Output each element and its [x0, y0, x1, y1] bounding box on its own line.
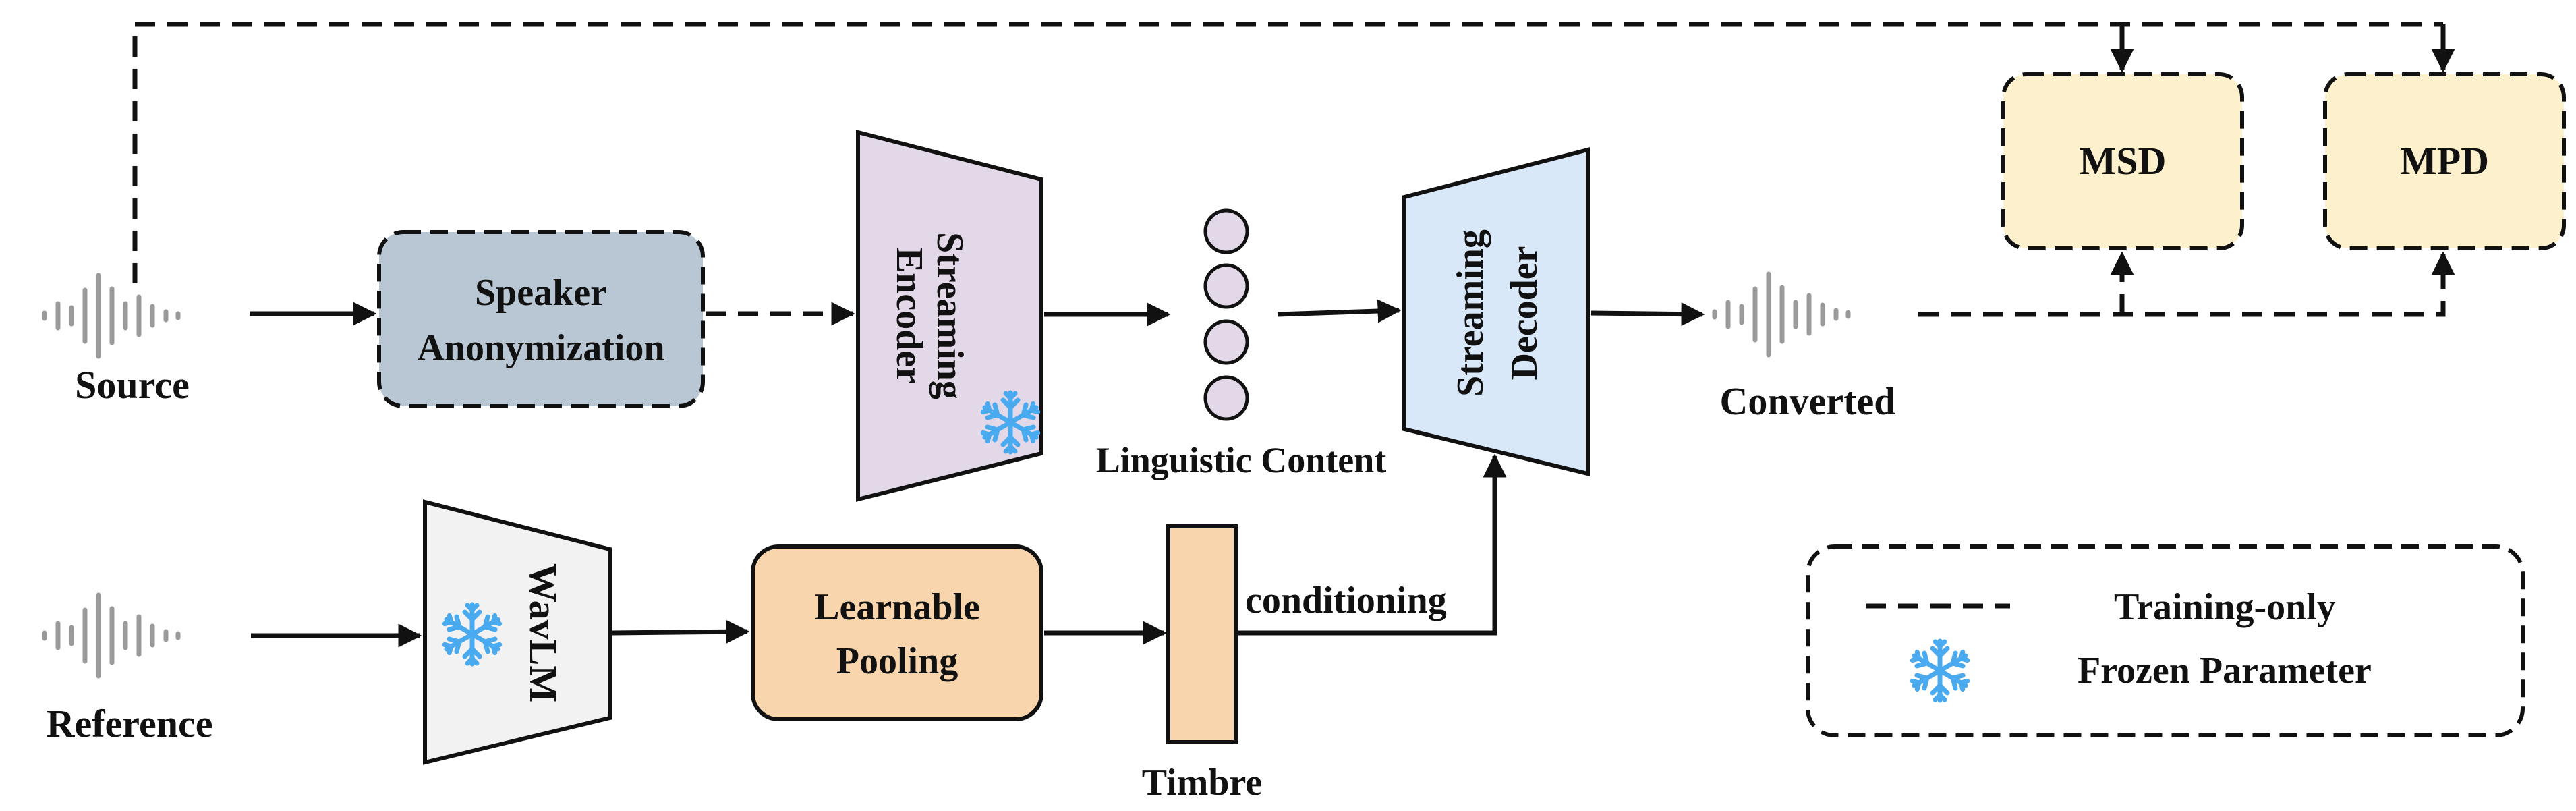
- msd-block: [2001, 72, 2244, 250]
- streaming-decoder-block: [1402, 147, 1590, 476]
- linguistic-token: [1203, 263, 1249, 309]
- mpd-block: [2323, 72, 2566, 250]
- wavlm-label: WavLM: [521, 563, 565, 702]
- legend-training-only-label: Training-only: [2114, 586, 2336, 628]
- speaker-anonymization-block: [377, 230, 705, 408]
- decoder-to-output-arrow: [1590, 302, 1705, 327]
- output-to-discriminators-dashed-line: [1918, 256, 2446, 317]
- streaming-encoder-label-line2: Encoder: [888, 248, 930, 384]
- converted-label: Converted: [1720, 379, 1896, 423]
- linguistic-token: [1203, 375, 1249, 421]
- legend-frozen-parameter-label: Frozen Parameter: [2078, 650, 2372, 692]
- linguistic-content-label: Linguistic Content: [1096, 440, 1387, 480]
- reference-waveform-icon: [45, 595, 178, 676]
- mpd-label: MPD: [2400, 139, 2489, 183]
- legend-box: [1806, 544, 2525, 737]
- streaming-decoder-label-line1: Streaming: [1450, 229, 1491, 397]
- streaming-encoder-label-line1: Streaming: [929, 232, 971, 399]
- learnable-pooling-block: [751, 544, 1043, 721]
- timbre-label: Timbre: [1142, 762, 1262, 804]
- msd-label: MSD: [2080, 139, 2167, 183]
- speaker-anonymization-label-line2: Anonymization: [417, 327, 664, 369]
- linguistic-content-tokens: [1203, 208, 1249, 421]
- learnable-pooling-label-line2: Pooling: [836, 640, 958, 682]
- linguistic-token: [1203, 208, 1249, 254]
- wavlm-block: [423, 499, 612, 765]
- source-label: Source: [75, 363, 190, 407]
- conditioning-label: conditioning: [1245, 580, 1447, 621]
- converted-waveform-icon: [1715, 274, 1848, 355]
- source-waveform-icon: [45, 275, 178, 356]
- learnable-pooling-label-line1: Learnable: [814, 586, 980, 628]
- source-to-discriminators-dashed-line: [132, 22, 2443, 283]
- linguistic-token: [1203, 319, 1249, 365]
- speaker-anonymization-label-line1: Speaker: [475, 272, 607, 314]
- timbre-block: [1166, 524, 1238, 744]
- wavlm-to-pooling-arrow: [612, 619, 750, 644]
- reference-label: Reference: [47, 702, 213, 746]
- timbre-to-decoder-conditioning-arrow: [1238, 453, 1507, 636]
- content-to-decoder-arrow: [1277, 299, 1402, 323]
- streaming-decoder-label-line2: Decoder: [1504, 246, 1545, 380]
